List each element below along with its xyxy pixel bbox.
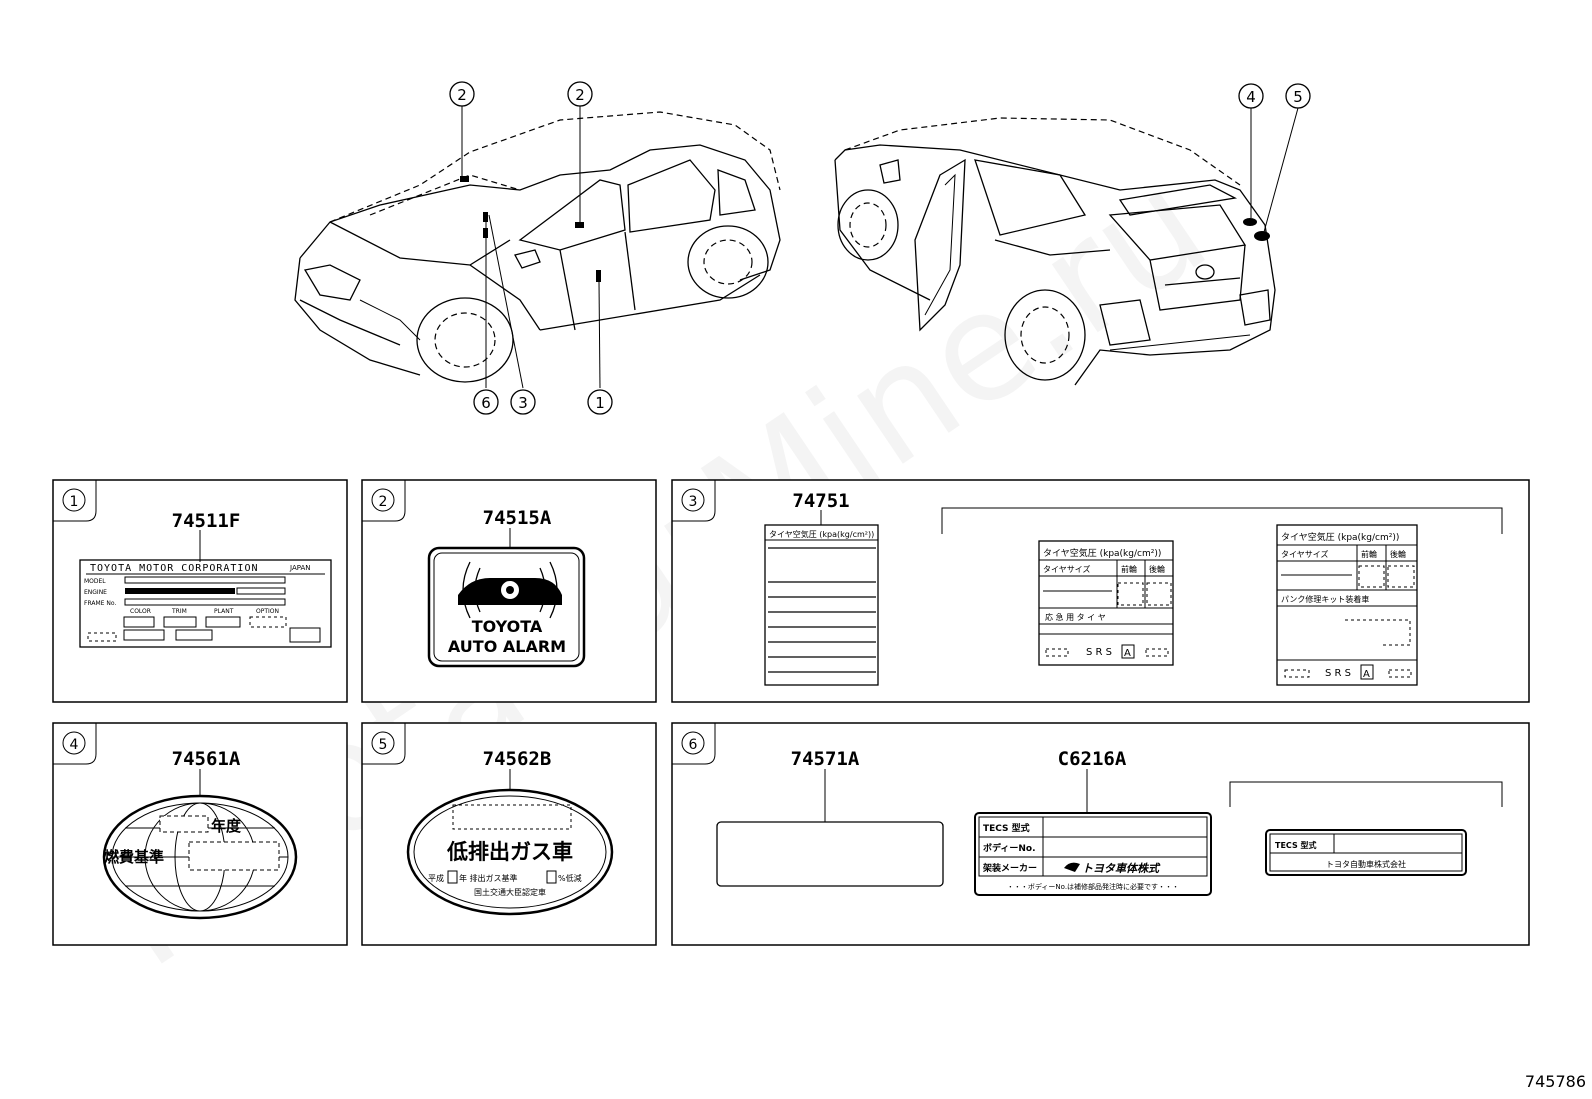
svg-text:OPTION: OPTION <box>256 608 279 615</box>
svg-text:3: 3 <box>689 494 698 510</box>
panel-6: 6 74571A C6216A TECS 型式 ボディーNo. 架装メーカー ト… <box>671 722 1530 946</box>
label-C6216A: TECS 型式 ボディーNo. 架装メーカー トヨタ車体株式 ・・・ボディーNo… <box>974 812 1212 896</box>
svg-text:前輪: 前輪 <box>1361 549 1377 559</box>
svg-text:架装メーカー: 架装メーカー <box>982 862 1037 874</box>
svg-text:COLOR: COLOR <box>130 608 151 615</box>
svg-text:TECS 型式: TECS 型式 <box>1275 840 1317 850</box>
svg-text:A: A <box>1124 648 1131 659</box>
label-74571A <box>716 821 944 887</box>
callout-front-3: 3 <box>510 389 536 415</box>
svg-text:1: 1 <box>70 494 79 510</box>
svg-text:ボディーNo.: ボディーNo. <box>983 842 1036 854</box>
callout-front-2a: 2 <box>449 81 475 107</box>
part-number-74511F: 74511F <box>172 510 241 532</box>
svg-text:A: A <box>1363 669 1370 680</box>
svg-text:PLANT: PLANT <box>214 608 234 615</box>
part-number-74561A: 74561A <box>172 748 241 770</box>
svg-text:国土交通大臣認定車: 国土交通大臣認定車 <box>474 887 546 897</box>
svg-text:タイヤサイズ: タイヤサイズ <box>1281 549 1329 559</box>
svg-text:応 急 用 タ イ ヤ: 応 急 用 タ イ ヤ <box>1045 612 1106 622</box>
svg-text:4: 4 <box>70 737 79 753</box>
callout-front-6: 6 <box>473 389 499 415</box>
svg-text:5: 5 <box>379 737 388 753</box>
svg-text:パンク修理キット装着車: パンク修理キット装着車 <box>1281 594 1369 604</box>
panel-2: 2 74515A TOYOTA AUTO ALARM <box>361 479 657 703</box>
callout-rear-5: 5 <box>1285 83 1311 109</box>
svg-text:TECS 型式: TECS 型式 <box>983 822 1030 834</box>
svg-text:S R S: S R S <box>1086 647 1112 658</box>
label-74515A: TOYOTA AUTO ALARM <box>427 546 586 668</box>
label-74511F: TOYOTA MOTOR CORPORATION JAPAN MODEL ENG… <box>79 559 332 648</box>
part-number-74515A: 74515A <box>483 507 552 529</box>
svg-text:TOYOTA: TOYOTA <box>472 617 543 636</box>
svg-text:TRIM: TRIM <box>171 608 187 615</box>
part-number-74571A: 74571A <box>791 748 860 770</box>
svg-text:後輪: 後輪 <box>1149 564 1165 574</box>
callout-front-1: 1 <box>587 389 613 415</box>
svg-text:AUTO ALARM: AUTO ALARM <box>448 637 566 656</box>
rear-car-illustration <box>834 107 1299 386</box>
svg-text:タイヤサイズ: タイヤサイズ <box>1043 564 1091 574</box>
svg-text:燃費基準: 燃費基準 <box>104 848 164 866</box>
svg-text:3: 3 <box>518 394 528 412</box>
panel-4: 4 74561A 年度 燃費基準 <box>52 722 348 946</box>
callout-front-2b: 2 <box>567 81 593 107</box>
svg-text:4: 4 <box>1246 88 1256 106</box>
part-number-C6216A: C6216A <box>1058 748 1127 770</box>
label-74751: タイヤ空気圧 (kpa(kg/cm²)) <box>764 524 879 686</box>
svg-text:%低減: %低減 <box>558 873 582 883</box>
svg-text:後輪: 後輪 <box>1390 549 1406 559</box>
svg-text:タイヤ空気圧 (kpa(kg/cm²)): タイヤ空気圧 (kpa(kg/cm²)) <box>1043 547 1161 559</box>
svg-text:2: 2 <box>379 494 388 510</box>
part-number-74562B: 74562B <box>483 748 552 770</box>
label-C6216A-alt: TECS 型式 トヨタ自動車株式会社 <box>1265 829 1467 876</box>
svg-text:TOYOTA MOTOR CORPORATION: TOYOTA MOTOR CORPORATION <box>90 563 259 574</box>
label-74561A: 年度 燃費基準 <box>102 794 298 920</box>
svg-text:平成: 平成 <box>428 873 444 883</box>
svg-text:MODEL: MODEL <box>84 578 106 585</box>
tire-label-a: タイヤ空気圧 (kpa(kg/cm²)) タイヤサイズ 前輪 後輪 応 急 用 … <box>1038 540 1174 666</box>
svg-text:2: 2 <box>575 86 585 104</box>
svg-text:ENGINE: ENGINE <box>84 589 107 596</box>
tire-label-b: タイヤ空気圧 (kpa(kg/cm²)) タイヤサイズ 前輪 後輪 パンク修理キ… <box>1276 524 1418 686</box>
svg-text:6: 6 <box>689 737 698 753</box>
callout-rear-4: 4 <box>1238 83 1264 109</box>
svg-text:6: 6 <box>481 394 491 412</box>
svg-text:・・・ボディーNo.は補修部品発注時に必要です・・・: ・・・ボディーNo.は補修部品発注時に必要です・・・ <box>1007 882 1179 891</box>
svg-text:年 排出ガス基準: 年 排出ガス基準 <box>459 873 518 883</box>
front-car-illustration <box>294 106 781 389</box>
svg-text:FRAME No.: FRAME No. <box>84 600 116 607</box>
label-74562B: 低排出ガス車 平成 年 排出ガス基準 %低減 国土交通大臣認定車 <box>406 788 614 916</box>
diagram-page-code: 745786 <box>1524 1072 1586 1091</box>
part-number-74751: 74751 <box>792 490 849 512</box>
svg-text:タイヤ空気圧 (kpa(kg/cm²)): タイヤ空気圧 (kpa(kg/cm²)) <box>769 529 874 539</box>
svg-text:JAPAN: JAPAN <box>289 564 311 572</box>
panel-5: 5 74562B 低排出ガス車 平成 年 排出ガス基準 %低減 国土交通大臣認定… <box>361 722 657 946</box>
svg-text:トヨタ自動車株式会社: トヨタ自動車株式会社 <box>1326 859 1406 869</box>
svg-text:2: 2 <box>457 86 467 104</box>
svg-text:前輪: 前輪 <box>1121 564 1137 574</box>
svg-text:S R S: S R S <box>1325 668 1351 679</box>
svg-text:年度: 年度 <box>211 817 242 835</box>
svg-text:5: 5 <box>1293 88 1303 106</box>
svg-text:タイヤ空気圧 (kpa(kg/cm²)): タイヤ空気圧 (kpa(kg/cm²)) <box>1281 531 1399 543</box>
svg-text:1: 1 <box>595 394 605 412</box>
panel-3: 3 74751 タイヤ空気圧 (kpa(kg/cm²)) タイヤ空気圧 (kpa… <box>671 479 1530 703</box>
svg-text:トヨタ車体株式: トヨタ車体株式 <box>1082 862 1161 875</box>
svg-text:低排出ガス車: 低排出ガス車 <box>446 840 573 864</box>
panel-1: 1 74511F TOYOTA MOTOR CORPORATION JAPAN … <box>52 479 348 703</box>
